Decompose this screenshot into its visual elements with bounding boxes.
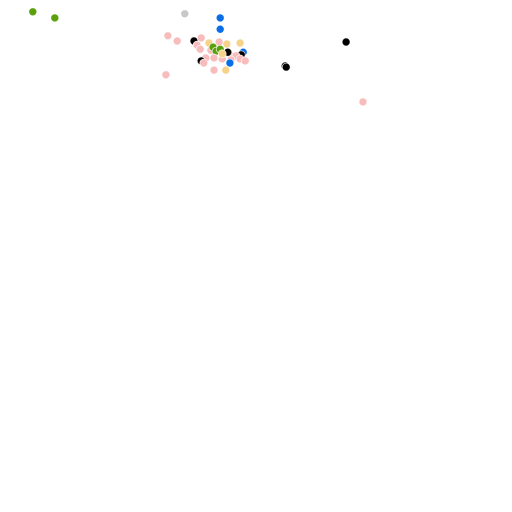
map-marker-blue[interactable] [215, 13, 225, 23]
map-marker-pink[interactable] [209, 65, 219, 75]
map-marker-black[interactable] [341, 37, 351, 47]
map-marker-pink[interactable] [199, 58, 209, 68]
map-marker-yellow[interactable] [217, 49, 227, 59]
map-marker-pink[interactable] [196, 33, 206, 43]
map-marker-green[interactable] [28, 7, 38, 17]
map-marker-pink[interactable] [209, 53, 219, 63]
map-marker-pink[interactable] [358, 97, 368, 107]
map-marker-green[interactable] [50, 13, 60, 23]
map-marker-yellow[interactable] [222, 39, 232, 49]
map-marker-pink[interactable] [240, 56, 250, 66]
map-marker-pink[interactable] [161, 70, 171, 80]
map-marker-blue[interactable] [225, 58, 235, 68]
map-marker-gray[interactable] [180, 9, 190, 19]
map-marker-blue[interactable] [215, 24, 225, 34]
map-marker-yellow[interactable] [221, 65, 231, 75]
map-marker-pink[interactable] [163, 31, 173, 41]
map-marker-pink[interactable] [172, 36, 182, 46]
map-marker-pink[interactable] [195, 44, 205, 54]
map-marker-yellow[interactable] [235, 38, 245, 48]
map-marker-black[interactable] [281, 62, 291, 72]
